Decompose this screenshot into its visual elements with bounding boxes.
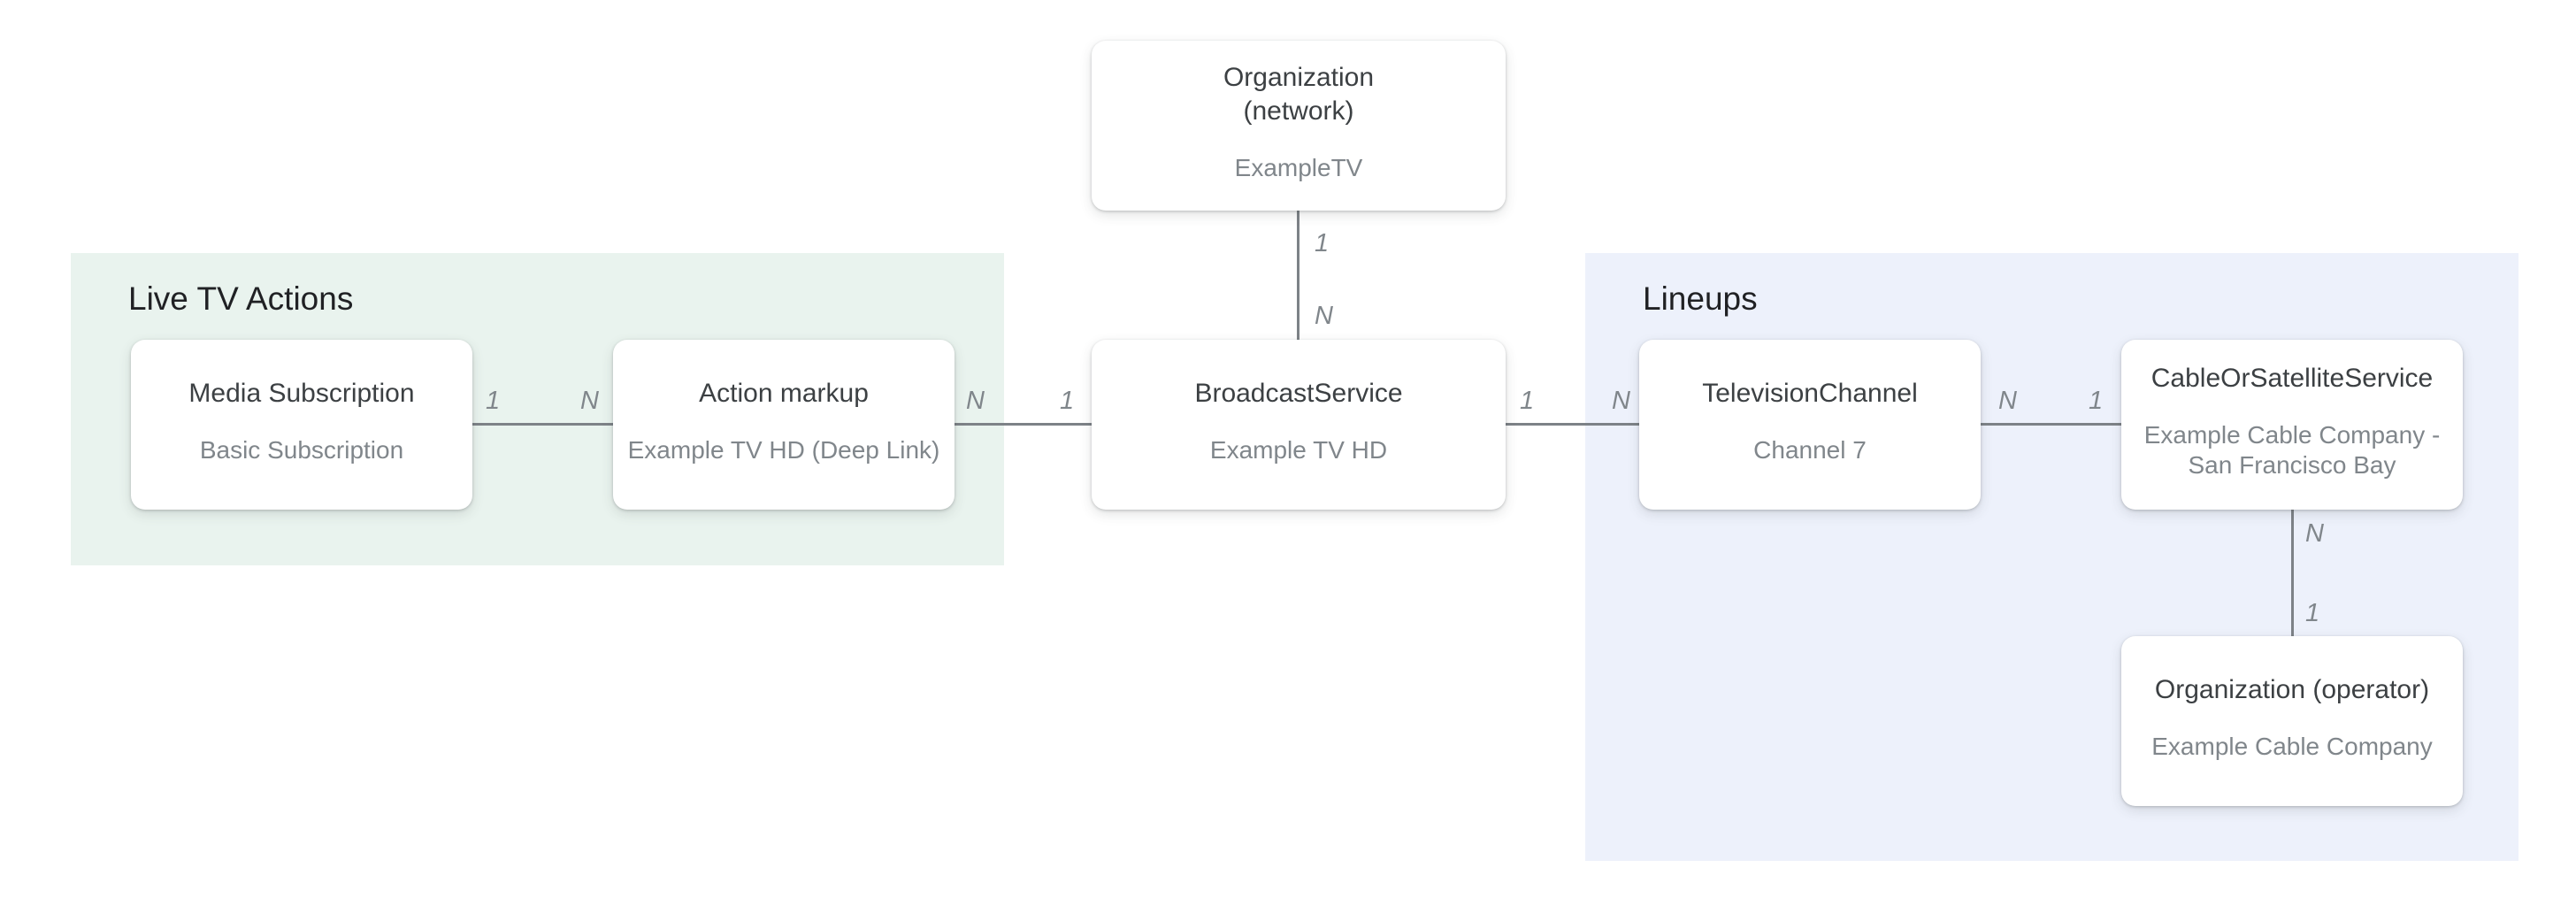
cardinality-label: N [580, 387, 599, 415]
cardinality-label: 1 [1315, 229, 1330, 257]
cardinality-label: 1 [2089, 387, 2104, 415]
cardinality-label: N [2305, 519, 2324, 548]
node-organization-network: Organization (network) ExampleTV [1092, 41, 1506, 211]
node-television-channel: TelevisionChannel Channel 7 [1639, 340, 1981, 510]
node-subtitle: ExampleTV [1234, 154, 1363, 181]
cardinality-label: 1 [1060, 387, 1075, 415]
cardinality-label: N [1998, 387, 2017, 415]
node-subtitle: Example Cable Company [2151, 733, 2433, 760]
node-subtitle: Basic Subscription [199, 436, 404, 464]
node-title: Organization (network) [1223, 63, 1375, 126]
node-media-subscription: Media Subscription Basic Subscription [131, 340, 472, 510]
node-action-markup: Action markup Example TV HD (Deep Link) [613, 340, 954, 510]
node-title: Media Subscription [188, 379, 415, 408]
node-title: CableOrSatelliteService [2150, 364, 2434, 393]
edge-media-subscription-to-action-markup [472, 423, 613, 426]
edge-television-channel-to-cable-satellite [1981, 423, 2121, 426]
cardinality-label: N [1315, 302, 1333, 330]
node-subtitle: Example TV HD [1209, 436, 1388, 464]
edge-org-network-to-broadcast-service [1297, 211, 1300, 340]
node-title: BroadcastService [1194, 379, 1403, 408]
edge-broadcast-service-to-television-channel [1506, 423, 1639, 426]
node-organization-operator: Organization (operator) Example Cable Co… [2121, 636, 2463, 806]
lineups-region-title: Lineups [1643, 280, 1758, 317]
cardinality-label: 1 [2305, 599, 2320, 627]
edge-action-markup-to-broadcast-service [954, 423, 1092, 426]
cardinality-label: N [1612, 387, 1630, 415]
cardinality-label: N [966, 387, 985, 415]
cardinality-label: 1 [486, 387, 501, 415]
node-title: Action markup [699, 379, 869, 408]
node-cable-or-satellite-service: CableOrSatelliteService Example Cable Co… [2121, 340, 2463, 510]
live-tv-actions-region-title: Live TV Actions [128, 280, 354, 317]
edge-cable-satellite-to-org-operator [2291, 510, 2294, 636]
node-broadcast-service: BroadcastService Example TV HD [1092, 340, 1506, 510]
cardinality-label: 1 [1520, 387, 1535, 415]
node-title: Organization (operator) [2154, 675, 2430, 704]
node-title: TelevisionChannel [1702, 379, 1918, 408]
node-subtitle: Example TV HD (Deep Link) [627, 436, 940, 464]
node-subtitle: Example Cable Company - San Francisco Ba… [2143, 421, 2441, 479]
node-subtitle: Channel 7 [1753, 436, 1867, 464]
